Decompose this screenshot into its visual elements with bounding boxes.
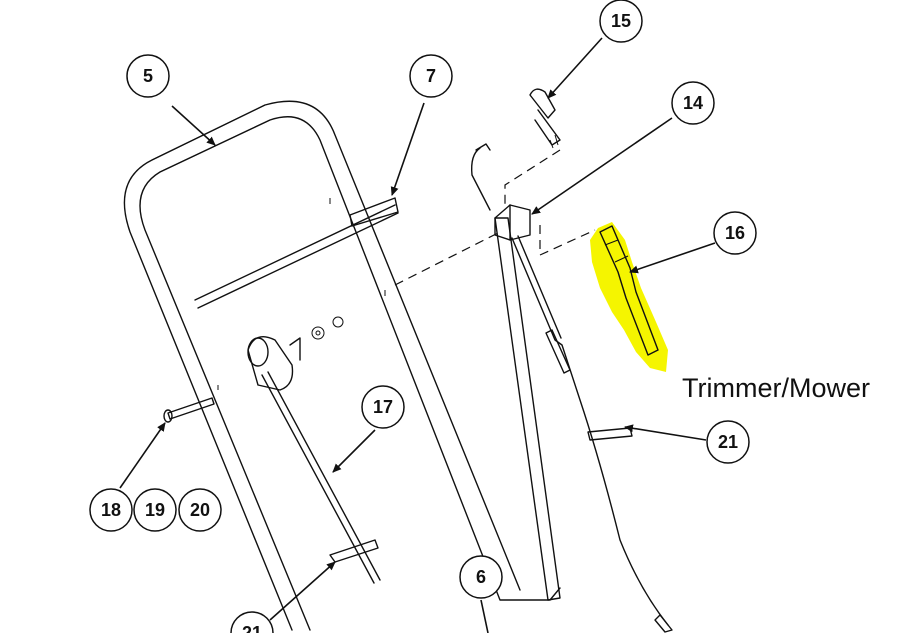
throttle-cable <box>511 235 673 633</box>
leader-18 <box>119 422 166 489</box>
upper-handle <box>123 100 561 631</box>
callout-14: 14 <box>671 81 715 125</box>
svg-text:18: 18 <box>101 500 121 520</box>
dashed-line-15-14 <box>504 149 561 205</box>
leader-21a <box>624 424 707 441</box>
svg-text:17: 17 <box>373 397 393 417</box>
lower-tube <box>494 217 561 601</box>
dashed-line-crossbar <box>394 231 501 286</box>
callout-18: 18 <box>89 488 133 532</box>
svg-text:6: 6 <box>476 567 486 587</box>
callout-21b: 21 <box>230 611 274 633</box>
svg-text:19: 19 <box>145 500 165 520</box>
leader-15 <box>547 37 603 99</box>
leader-6 <box>480 599 489 633</box>
svg-text:14: 14 <box>683 93 703 113</box>
callout-15: 15 <box>599 0 643 43</box>
leader-5 <box>171 105 216 146</box>
highlight-part-16 <box>590 222 668 372</box>
crossbar <box>194 197 399 309</box>
cable-17 <box>261 371 381 584</box>
dashed-line-14-16 <box>539 229 596 256</box>
caption-trimmer-mower: Trimmer/Mower <box>682 373 870 403</box>
callout-16: 16 <box>713 211 757 255</box>
callout-20: 20 <box>178 488 222 532</box>
svg-text:5: 5 <box>143 66 153 86</box>
svg-text:21: 21 <box>242 623 262 633</box>
callout-21a: 21 <box>706 420 750 464</box>
hole-marks <box>217 198 386 390</box>
leader-7 <box>390 102 425 196</box>
key-switch-15 <box>529 88 561 149</box>
leader-16 <box>629 242 716 274</box>
callout-17: 17 <box>361 385 405 429</box>
wire-harness <box>470 143 491 211</box>
part-16 <box>599 225 659 356</box>
callout-5: 5 <box>126 54 170 98</box>
svg-text:21: 21 <box>718 432 738 452</box>
callout-19: 19 <box>133 488 177 532</box>
leader-14 <box>531 117 673 215</box>
svg-text:16: 16 <box>725 223 745 243</box>
svg-text:7: 7 <box>426 66 436 86</box>
block-14 <box>494 204 531 241</box>
callout-6: 6 <box>459 555 503 599</box>
control-lever <box>247 316 344 391</box>
leader-21b <box>269 561 336 621</box>
svg-text:20: 20 <box>190 500 210 520</box>
svg-text:15: 15 <box>611 11 631 31</box>
callout-7: 7 <box>409 54 453 98</box>
bolt-18 <box>163 397 215 423</box>
leader-17 <box>332 429 376 473</box>
